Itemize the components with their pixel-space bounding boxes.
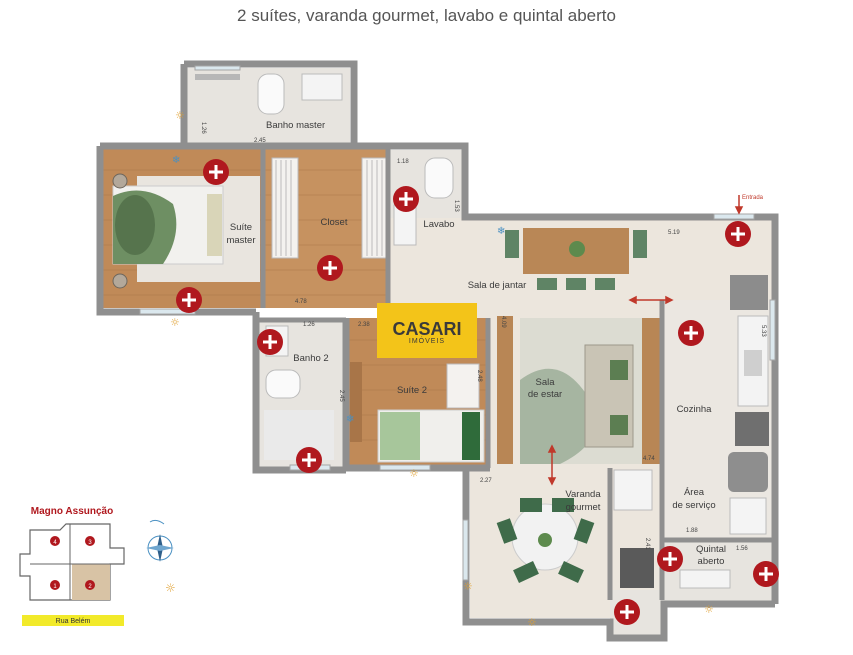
fridge [730, 275, 768, 310]
ac-icons: ❄ ❄ ❄ [172, 155, 505, 425]
label-lavabo: Lavabo [423, 219, 454, 230]
tank [729, 497, 767, 535]
grill [613, 469, 653, 511]
arrows [547, 195, 744, 486]
dim-12: 5.33 [760, 325, 766, 337]
blanket-suite2 [380, 412, 420, 460]
street-label: Rua Belém [56, 618, 91, 625]
dim-7: 1.26 [303, 322, 315, 328]
sun-icon: ☼ [409, 467, 419, 480]
sun-icon: ☼ [170, 316, 180, 329]
sun-icon: ☼ [165, 581, 176, 595]
sun-icon: ☼ [527, 616, 537, 629]
label-quintal-1: Quintal [696, 544, 726, 555]
dim-14: 2.27 [480, 478, 492, 484]
label-area-servico-1: Área [684, 487, 705, 498]
bbq [620, 548, 654, 588]
snowflake-icon: ❄ [497, 226, 505, 237]
label-varanda-1: Varanda [565, 489, 601, 500]
toilet-banho2 [265, 369, 301, 399]
label-sala-estar-1: Sala [535, 377, 555, 388]
dim-3: 1.18 [397, 159, 409, 165]
view-marker[interactable] [614, 599, 640, 625]
unit-2: 2 [88, 584, 92, 590]
dim-5: 5.19 [668, 230, 680, 236]
label-suite-master-1: Suíte [230, 222, 252, 233]
dining-plant [569, 241, 585, 257]
wardrobe-suite2 [446, 363, 480, 409]
sun-icons: ☼ ☼ ☼ ☼ ☼ ☼ [170, 109, 714, 629]
dim-1: 1.26 [200, 122, 206, 134]
sun-icon: ☼ [704, 603, 714, 616]
page-title: 2 suítes, varanda gourmet, lavabo e quin… [237, 6, 616, 25]
view-markers [176, 159, 779, 625]
label-area-servico-2: de serviço [672, 500, 715, 511]
tv-unit [642, 318, 660, 464]
dim-13: 4.74 [643, 456, 655, 462]
furniture [112, 73, 769, 589]
dim-10: 2.48 [476, 370, 482, 382]
label-suite-master-2: master [226, 235, 255, 246]
key-plan-title: Magno Assunção [31, 506, 113, 517]
logo-sub: IMÓVEIS [408, 338, 446, 345]
view-marker[interactable] [296, 447, 322, 473]
key-plan: Magno Assunção 4 3 1 2 Rua Belém ☼ [19, 506, 176, 626]
view-marker[interactable] [257, 329, 283, 355]
street-band [22, 615, 124, 626]
view-marker[interactable] [657, 546, 683, 572]
view-marker[interactable] [317, 255, 343, 281]
dimension-labels: 1.26 2.45 1.18 1.53 5.19 4.78 1.26 2.38 … [200, 122, 766, 552]
toilet-lavabo [424, 157, 454, 199]
compass-icon [146, 519, 174, 562]
unit-3: 3 [88, 540, 92, 546]
unit-1: 1 [53, 584, 57, 590]
label-banho-master: Banho master [266, 120, 325, 131]
laundry-tank [679, 569, 731, 589]
snowflake-icon: ❄ [346, 414, 354, 425]
view-marker[interactable] [176, 287, 202, 313]
entrance-label: Entrada [742, 195, 764, 201]
toilet-master [257, 73, 285, 115]
dim-17: 1.56 [736, 546, 748, 552]
label-closet: Closet [321, 217, 348, 228]
washer [728, 452, 768, 492]
label-cozinha: Cozinha [677, 404, 713, 415]
view-marker[interactable] [393, 186, 419, 212]
label-sala-jantar: Sala de jantar [468, 280, 527, 291]
sideboard [497, 316, 513, 464]
label-sala-estar-2: de estar [528, 389, 562, 400]
logo-brand: CASARI [392, 319, 462, 339]
sun-icon: ☼ [463, 580, 473, 593]
view-marker[interactable] [203, 159, 229, 185]
sun-icon: ☼ [175, 109, 185, 122]
dim-11: 2.45 [338, 390, 344, 402]
bench-master [207, 194, 222, 256]
label-suite2: Suíte 2 [397, 385, 427, 396]
dim-8: 2.38 [358, 322, 370, 328]
label-varanda-2: gourmet [566, 502, 601, 513]
sink-master [301, 73, 343, 101]
dim-15: 2.41 [644, 538, 650, 550]
label-banho2: Banho 2 [293, 353, 328, 364]
label-quintal-2: aberto [698, 556, 725, 567]
room-labels: Banho master Suíte master Closet Lavabo … [226, 120, 726, 567]
view-marker[interactable] [678, 320, 704, 346]
pillow-master [115, 195, 155, 255]
casari-logo: CASARI IMÓVEIS [377, 303, 477, 358]
dim-6: 4.78 [295, 299, 307, 305]
dim-2: 2.45 [254, 138, 266, 144]
dim-4: 1.53 [453, 200, 459, 212]
unit-4: 4 [53, 540, 57, 546]
dim-16: 1.88 [686, 528, 698, 534]
view-marker[interactable] [753, 561, 779, 587]
dim-9: 4.09 [500, 316, 506, 328]
view-marker[interactable] [725, 221, 751, 247]
stove [735, 412, 769, 446]
snowflake-icon: ❄ [172, 155, 180, 166]
